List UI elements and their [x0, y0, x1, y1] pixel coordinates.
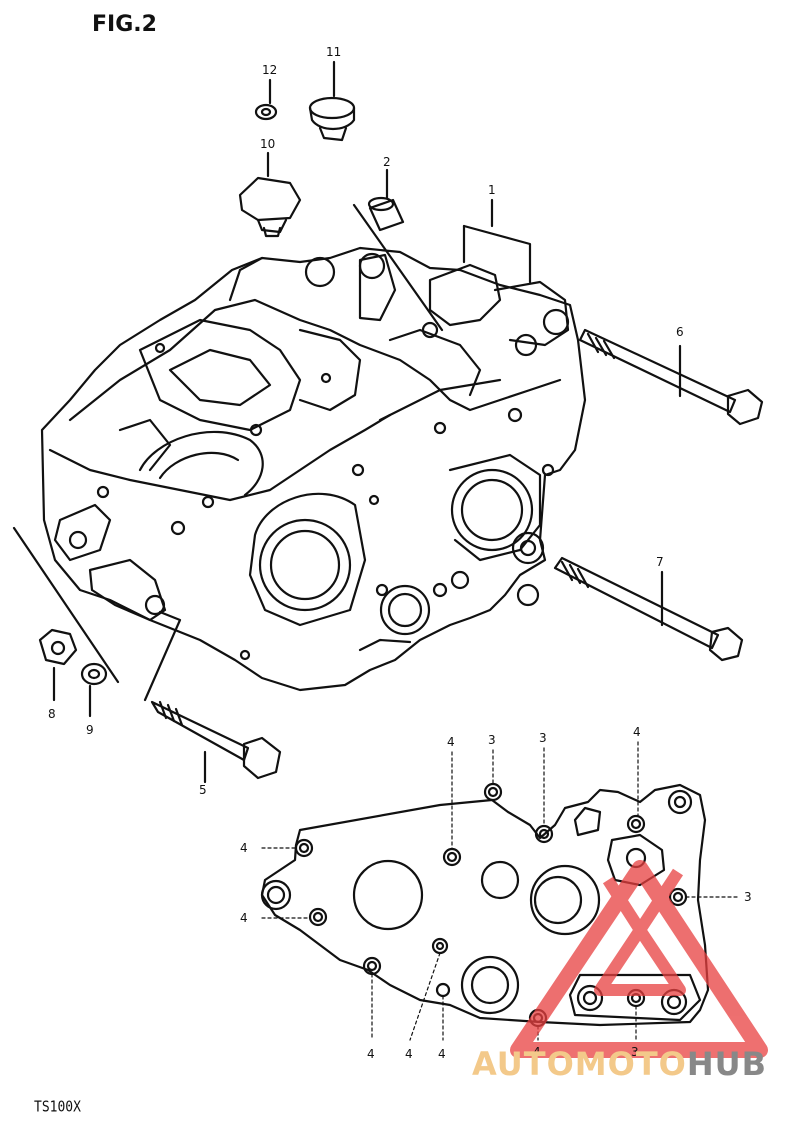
callout-6: 6	[676, 325, 684, 339]
bolt-part-7	[553, 556, 744, 662]
watermark-text-b: HUB	[686, 1045, 768, 1083]
callout-11: 11	[326, 45, 341, 59]
watermark-text: AUTOMOTOHUB	[472, 1045, 767, 1083]
drain-plug-part-10	[238, 151, 302, 238]
leader-8-9	[12, 526, 120, 684]
callout-1-leader	[462, 198, 532, 284]
gasket-callout: 3	[631, 1045, 639, 1059]
gasket-callout-labels: 4 4 4 3 3 4 3 4 4 4 4 3	[240, 725, 752, 1061]
callout-7: 7	[656, 555, 664, 569]
callout-2: 2	[383, 155, 391, 169]
nut-part-8	[38, 628, 78, 702]
gasket-callout: 4	[240, 841, 248, 855]
figure-title: FIG.2	[92, 12, 157, 37]
gasket-leaders	[261, 741, 741, 1041]
watermark-text-a: AUTOMOTO	[472, 1045, 687, 1083]
bolt-part-6	[578, 328, 764, 426]
gasket-callout: 3	[488, 733, 496, 747]
gasket-callout: 4	[533, 1045, 541, 1059]
gasket-callout: 4	[367, 1047, 375, 1061]
callout-8: 8	[48, 707, 56, 721]
model-code: TS100X	[34, 1098, 81, 1117]
gasket-callout: 3	[744, 890, 752, 904]
dowel-pin-part-2	[352, 168, 444, 332]
gasket-callout: 4	[438, 1047, 446, 1061]
gasket-callout: 4	[633, 725, 641, 739]
bolt-part-5	[143, 610, 282, 784]
cap-part-11	[308, 60, 356, 142]
callout-labels: 1 2 10 11 12 6 7 5 8 9	[48, 45, 684, 797]
crankcase	[40, 246, 587, 692]
gasket-callout: 4	[405, 1047, 413, 1061]
gasket-callout: 3	[539, 731, 547, 745]
washer-part-9	[80, 662, 108, 718]
callout-1: 1	[488, 183, 496, 197]
watermark-logo	[510, 860, 768, 1058]
gasket	[260, 782, 710, 1028]
callout-5: 5	[199, 783, 207, 797]
callout-10: 10	[260, 137, 275, 151]
oring-part-12	[254, 78, 278, 121]
gasket-callout: 4	[240, 911, 248, 925]
gasket-callout: 4	[447, 735, 455, 749]
callout-12: 12	[262, 63, 277, 77]
callout-9: 9	[86, 723, 94, 737]
